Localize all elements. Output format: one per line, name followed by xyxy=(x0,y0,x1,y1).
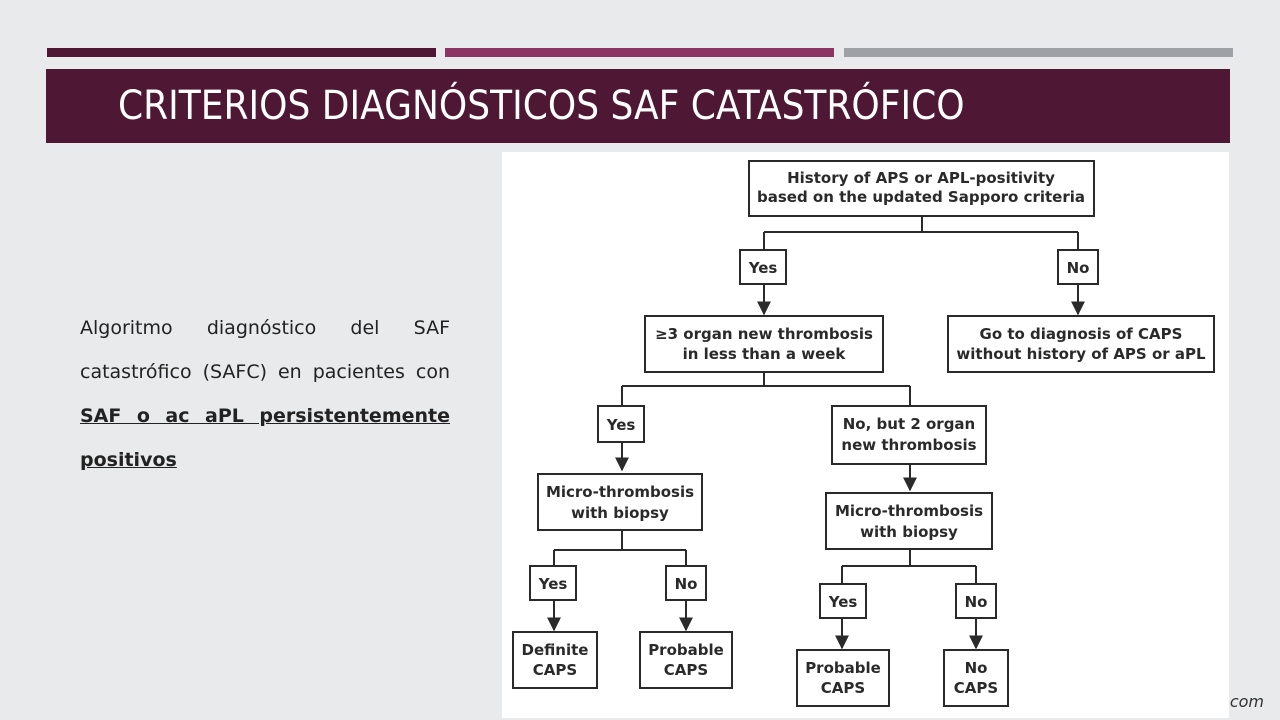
accent-stripe-gray xyxy=(844,48,1233,57)
node-no-but-2-organ-line2: new thrombosis xyxy=(841,436,976,454)
node-probable-caps-1-line2: CAPS xyxy=(664,661,708,679)
footer-source-fragment: com xyxy=(1229,692,1264,711)
node-micro-thrombosis-1-line1: Micro-thrombosis xyxy=(546,483,694,501)
node-definite-caps-line2: CAPS xyxy=(533,661,577,679)
node-yes-1-label: Yes xyxy=(748,259,778,277)
node-yes-1: Yes xyxy=(739,249,787,285)
accent-stripe-dark xyxy=(47,48,436,57)
body-text: Algoritmo diagnóstico del SAF catastrófi… xyxy=(80,306,450,482)
flowchart-panel: History of APS or APL-positivity based o… xyxy=(502,152,1229,718)
connectors xyxy=(547,216,1085,650)
node-micro-thrombosis-1: Micro-thrombosis with biopsy xyxy=(537,473,703,531)
node-yes-2: Yes xyxy=(597,405,645,443)
node-no-caps: No CAPS xyxy=(943,649,1009,707)
node-definite-caps: Definite CAPS xyxy=(512,631,598,689)
node-micro-thrombosis-1-line2: with biopsy xyxy=(571,504,669,522)
body-text-intro: Algoritmo diagnóstico del SAF catastrófi… xyxy=(80,317,450,383)
node-no-3-label: No xyxy=(675,575,698,593)
node-history-aps-line1: History of APS or APL-positivity xyxy=(787,169,1055,187)
node-no-1: No xyxy=(1057,249,1099,285)
node-yes-4-label: Yes xyxy=(828,593,858,611)
node-no-caps-line1: No xyxy=(965,659,988,677)
node-history-aps: History of APS or APL-positivity based o… xyxy=(748,160,1095,217)
node-no-4: No xyxy=(955,583,997,619)
node-probable-caps-2-line1: Probable xyxy=(805,659,881,677)
flowchart: History of APS or APL-positivity based o… xyxy=(512,160,1215,707)
node-no-1-label: No xyxy=(1067,259,1090,277)
node-organ-3-line2: in less than a week xyxy=(683,345,847,363)
node-micro-thrombosis-2-line1: Micro-thrombosis xyxy=(835,502,983,520)
node-probable-caps-1: Probable CAPS xyxy=(639,631,733,689)
accent-stripe-magenta xyxy=(445,48,834,57)
body-text-emphasis: SAF o ac aPL persistentemente positivos xyxy=(80,405,450,471)
node-probable-caps-2-line2: CAPS xyxy=(821,679,865,697)
node-organ-3: ≥3 organ new thrombosis in less than a w… xyxy=(644,315,884,373)
node-yes-2-label: Yes xyxy=(606,416,636,434)
node-history-aps-line2: based on the updated Sapporo criteria xyxy=(757,188,1085,206)
node-micro-thrombosis-2-line2: with biopsy xyxy=(860,523,958,541)
node-yes-3: Yes xyxy=(529,565,577,601)
node-probable-caps-2: Probable CAPS xyxy=(796,649,890,707)
node-no-3: No xyxy=(665,565,707,601)
node-yes-4: Yes xyxy=(819,583,867,619)
node-definite-caps-line1: Definite xyxy=(522,641,589,659)
node-go-to-diagnosis-line2: without history of APS or aPL xyxy=(956,345,1206,363)
slide-title: CRITERIOS DIAGNÓSTICOS SAF CATASTRÓFICO xyxy=(118,83,965,129)
node-probable-caps-1-line1: Probable xyxy=(648,641,724,659)
title-bar: CRITERIOS DIAGNÓSTICOS SAF CATASTRÓFICO xyxy=(46,69,1230,143)
node-yes-3-label: Yes xyxy=(538,575,568,593)
node-go-to-diagnosis: Go to diagnosis of CAPS without history … xyxy=(947,315,1215,373)
node-no-4-label: No xyxy=(965,593,988,611)
node-micro-thrombosis-2: Micro-thrombosis with biopsy xyxy=(825,492,993,550)
node-no-but-2-organ: No, but 2 organ new thrombosis xyxy=(831,405,987,465)
node-no-but-2-organ-line1: No, but 2 organ xyxy=(843,415,976,433)
node-organ-3-line1: ≥3 organ new thrombosis xyxy=(655,325,873,343)
node-go-to-diagnosis-line1: Go to diagnosis of CAPS xyxy=(980,325,1183,343)
node-no-caps-line2: CAPS xyxy=(954,679,998,697)
